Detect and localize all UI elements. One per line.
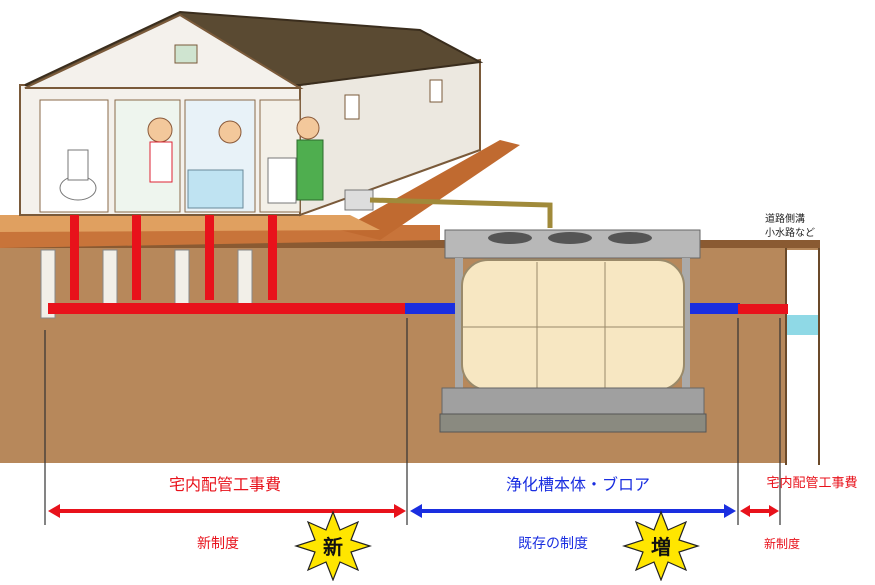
pipe-blue-outlet [690,303,740,314]
right-segment-subtitle: 新制度 [764,536,800,551]
middle-segment-title: 浄化槽本体・ブロア [506,475,650,494]
tank-body [461,259,685,391]
tank-base [441,387,705,415]
badge-increase-text: 増 [651,535,671,559]
gravel-bed [439,413,707,433]
badge-new-text: 新 [323,535,343,559]
left-segment-subtitle: 新制度 [197,536,239,552]
pipe-red-ditch [738,304,788,314]
attic-vent [174,44,198,64]
ground-surface [0,240,820,248]
air-pipe [369,197,553,228]
arrow-middle-segment [410,504,736,518]
arrow-left-segment [48,504,406,518]
left-segment-title: 宅内配管工事費 [169,475,281,494]
ditch-water [787,315,818,335]
right-segment-title: 宅内配管工事費 [766,475,857,491]
ditch [785,250,821,465]
middle-segment-subtitle: 既存の制度 [518,536,588,552]
deck [340,140,520,240]
pipe-blue-inlet [405,303,457,314]
badge-increase: 増 [622,510,700,582]
pipe-red-house [48,303,408,314]
badge-new: 新 [294,510,372,582]
arrow-right-segment [740,505,779,517]
septic-tank [439,229,707,433]
ditch-label-line1: 道路側溝 [765,212,805,225]
ditch-label-line2: 小水路など [765,226,815,239]
house-side-wall [299,58,481,217]
